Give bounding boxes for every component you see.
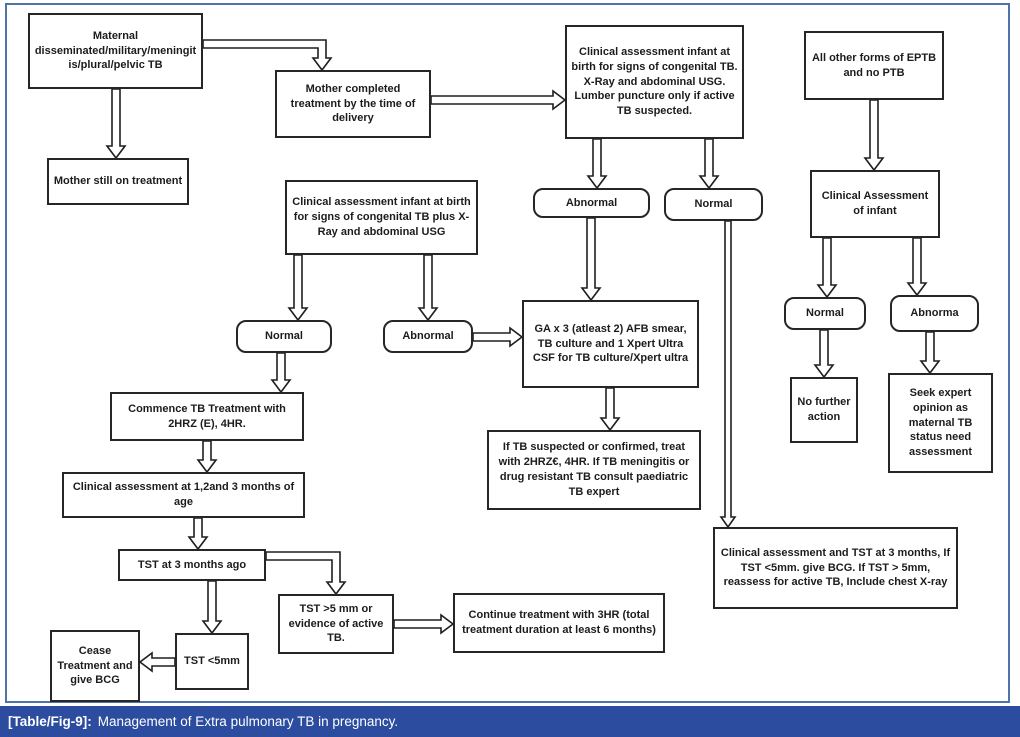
node-tst-at-3-months: TST at 3 months ago [118, 549, 266, 581]
arrow-tst-to-more5-icon [265, 551, 347, 596]
node-maternal-tb: Maternal disseminated/military/meningiti… [28, 13, 203, 89]
arrow-clinical-to-abnorma3-icon [906, 237, 928, 297]
node-normal-1: Normal [664, 188, 763, 221]
node-normal-2: Normal [236, 320, 332, 353]
arrow-abnorma3-to-seek-icon [919, 331, 941, 375]
arrow-abnormal1-to-ga-icon [580, 217, 602, 302]
node-mother-completed: Mother completed treatment by the time o… [275, 70, 431, 138]
node-mother-still-on-treatment: Mother still on treatment [47, 158, 189, 205]
node-seek-expert: Seek expert opinion as maternal TB statu… [888, 373, 993, 473]
arrow-clinical-to-abnormal1-icon [586, 138, 608, 190]
node-commence-tb-treatment: Commence TB Treatment with 2HRZ (E), 4HR… [110, 392, 304, 441]
node-cease-treatment: Cease Treatment and give BCG [50, 630, 140, 702]
arrow-normal2-to-commence-icon [270, 352, 292, 394]
node-abnorma-3: Abnorma [890, 295, 979, 332]
node-clinical-tst-3-months: Clinical assessment and TST at 3 months,… [713, 527, 958, 609]
arrow-normal3-to-nofurther-icon [813, 329, 835, 379]
arrow-completed-to-clinical-icon [430, 89, 567, 111]
node-no-further-action: No further action [790, 377, 858, 443]
node-normal-3: Normal [784, 297, 866, 330]
arrow-maternal-to-still-icon [105, 88, 127, 160]
node-tst-more-5mm: TST >5 mm or evidence of active TB. [278, 594, 394, 654]
arrow-plus-to-normal2-icon [287, 254, 309, 322]
node-abnormal-2: Abnormal [383, 320, 473, 353]
node-all-other-eptb: All other forms of EPTB and no PTB [804, 31, 944, 100]
arrow-clinical-to-normal3-icon [816, 237, 838, 299]
arrow-abnormal2-to-ga-icon [472, 326, 524, 348]
arrow-normal1-to-tst3months-icon [719, 220, 737, 529]
node-continue-treatment: Continue treatment with 3HR (total treat… [453, 593, 665, 653]
node-clinical-assessment-of-infant: Clinical Assessment of infant [810, 170, 940, 238]
node-clinical-assessment-birth-lumber: Clinical assessment infant at birth for … [565, 25, 744, 139]
arrow-more5-to-continue-icon [393, 613, 455, 635]
node-ga-x3: GA x 3 (atleast 2) AFB smear, TB culture… [522, 300, 699, 388]
node-if-tb-suspected: If TB suspected or confirmed, treat with… [487, 430, 701, 510]
arrow-commence-to-123-icon [196, 440, 218, 474]
caption-tag: [Table/Fig-9]: [8, 714, 92, 729]
node-tst-less-5mm: TST <5mm [175, 633, 249, 690]
node-abnormal-1: Abnormal [533, 188, 650, 218]
node-clinical-assessment-birth-plus: Clinical assessment infant at birth for … [285, 180, 478, 255]
arrow-123-to-tst-icon [187, 517, 209, 551]
arrow-ga-to-iftb-icon [599, 387, 621, 432]
node-clinical-assessment-123: Clinical assessment at 1,2and 3 months o… [62, 472, 305, 518]
arrow-less5-to-cease-icon [138, 651, 176, 673]
arrow-maternal-to-completed-icon [202, 39, 333, 72]
figure-caption: [Table/Fig-9]: Management of Extra pulmo… [0, 706, 1020, 737]
arrow-clinical-to-normal1-icon [698, 138, 720, 190]
arrow-eptb-to-clinical-icon [863, 99, 885, 172]
arrow-plus-to-abnormal2-icon [417, 254, 439, 322]
caption-text: Management of Extra pulmonary TB in preg… [97, 714, 399, 729]
arrow-tst-to-less5-icon [201, 580, 223, 635]
